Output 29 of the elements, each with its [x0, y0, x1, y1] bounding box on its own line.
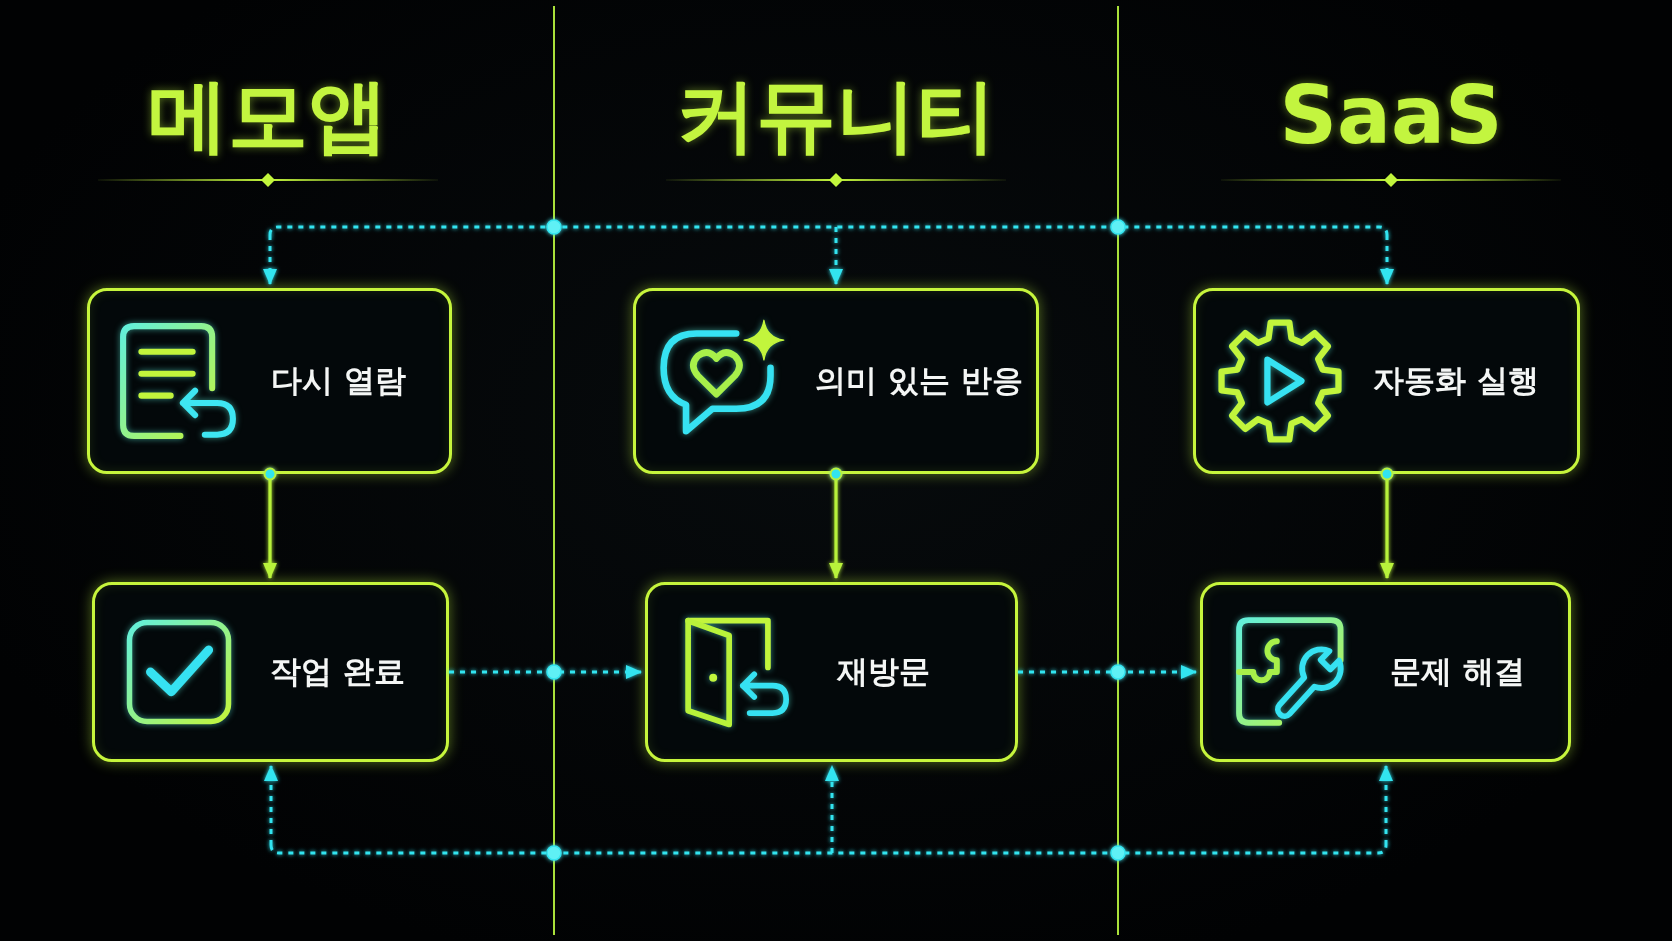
- column-heading: SaaS: [1279, 76, 1503, 156]
- swimlane-column: [554, 6, 1118, 935]
- node-label: 자동화 실행: [1373, 363, 1539, 399]
- node-label: 문제 해결: [1390, 654, 1525, 690]
- process-box: [1200, 582, 1571, 762]
- node-label: 작업 완료: [270, 654, 405, 690]
- dotted-arrow: [825, 765, 839, 853]
- column-heading: 메모앱: [148, 76, 388, 156]
- process-box: [1193, 288, 1580, 474]
- dotted-arrow: [449, 665, 642, 679]
- node-label: 다시 열람: [271, 363, 406, 399]
- dotted-arrow: [829, 227, 843, 285]
- node-label: 재방문: [837, 654, 930, 690]
- process-box: [633, 288, 1039, 474]
- dotted-arrow: [1018, 665, 1197, 679]
- column-heading: 커뮤니티: [676, 76, 996, 156]
- process-box: [645, 582, 1018, 762]
- dotted-line: [269, 844, 1388, 855]
- dotted-arrow: [1379, 765, 1393, 845]
- arrow: [829, 467, 843, 579]
- dotted-arrow: [1380, 235, 1394, 285]
- dotted-arrow: [263, 235, 277, 285]
- arrow: [1380, 467, 1394, 579]
- process-box: [92, 582, 449, 762]
- dotted-arrow: [264, 765, 278, 845]
- node-label: 의미 있는 반응: [815, 363, 1023, 399]
- process-box: [87, 288, 452, 474]
- dotted-line: [268, 225, 1389, 236]
- arrow: [263, 467, 277, 579]
